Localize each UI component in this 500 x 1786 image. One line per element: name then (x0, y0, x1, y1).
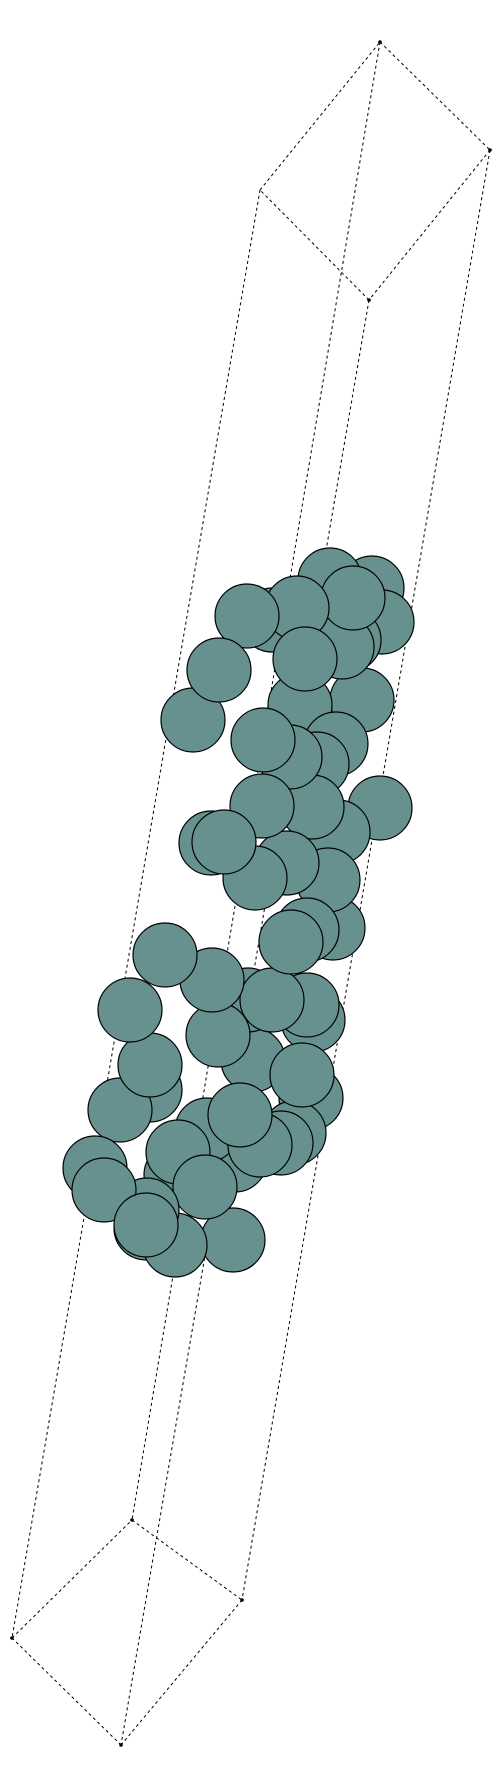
cell-vertex-bC (119, 1743, 123, 1747)
cell-vertex-tC (367, 298, 371, 302)
cell-vertex-bB (240, 1598, 244, 1602)
atom (239, 967, 305, 1033)
cell-edge-bB-bC (120, 1599, 243, 1746)
atom (113, 1192, 179, 1258)
atom (117, 1032, 183, 1098)
cell-vertex-bD (10, 1636, 14, 1640)
cell-edge-bC-bD (11, 1637, 122, 1746)
cell-edge-tB-bB (241, 149, 491, 1601)
cell-edge-tD-tA (259, 41, 381, 191)
cell-edge-tC-tD (259, 189, 370, 301)
cell-edge-bD-bA (11, 1519, 133, 1639)
atom (320, 565, 386, 631)
atom (191, 809, 257, 875)
cell-edge-tA-tB (379, 41, 491, 151)
cell-edge-tB-tC (368, 149, 491, 301)
cell-vertex-tB (488, 148, 492, 152)
cell-vertex-tA (378, 40, 382, 44)
atom (230, 707, 296, 773)
cell-vertex-bA (130, 1518, 134, 1522)
atom (269, 1042, 335, 1108)
atom (132, 922, 198, 988)
cell-edge-bA-bB (131, 1519, 243, 1601)
atom (186, 637, 252, 703)
atom (185, 1002, 251, 1068)
atom (97, 977, 163, 1043)
atom-cluster (62, 547, 415, 1278)
atom (272, 626, 338, 692)
cell-edge-tD-bD (11, 189, 261, 1639)
atom (172, 1154, 238, 1220)
atom (207, 1082, 273, 1148)
atom (258, 909, 324, 975)
atom (214, 583, 280, 649)
